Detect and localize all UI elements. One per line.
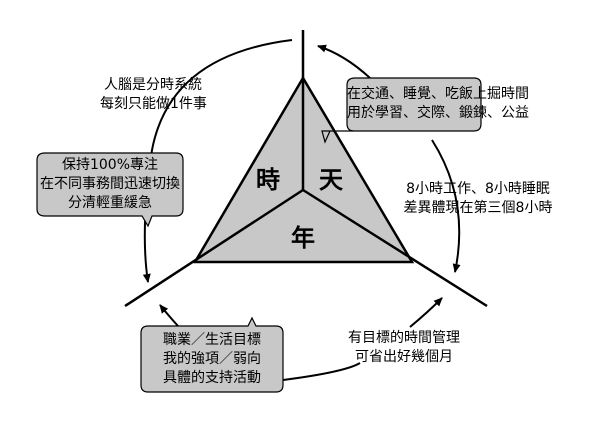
arc-left-arrow [142, 39, 293, 283]
arc-right-arrow [431, 139, 461, 273]
label-nian: 年 [291, 224, 315, 252]
note-line: 分清輕重緩急 [68, 195, 152, 211]
arc-top-right-arrow [317, 44, 371, 79]
label-shi: 時 [256, 166, 280, 194]
note-line: 在交通、睡覺、吃飯上掘時間 [347, 86, 529, 102]
note-line: 人腦是分時系統 [104, 77, 202, 93]
note-line: 保持100%專注 [61, 157, 159, 173]
note-line: 8小時工作、8小時睡眠 [406, 181, 550, 197]
note-line: 職業／生活目標 [163, 332, 261, 348]
divider-right [302, 188, 488, 308]
note-daily: 在交通、睡覺、吃飯上掘時間 用於學習、交際、鍛鍊、公益 [347, 85, 529, 123]
note-line: 差異體現在第三個8小時 [403, 200, 553, 216]
note-line: 我的強項／弱向 [163, 351, 261, 367]
note-line: 可省出好幾個月 [355, 349, 453, 365]
note-line: 具體的支持活動 [163, 370, 261, 386]
note-goals: 職業／生活目標 我的強項／弱向 具體的支持活動 [141, 331, 283, 388]
note-managed: 有目標的時間管理 可省出好幾個月 [334, 329, 474, 367]
note-line: 用於學習、交際、鍛鍊、公益 [347, 105, 529, 121]
note-brain: 人腦是分時系統 每刻只能做1件事 [100, 76, 207, 114]
callout-goals [140, 316, 284, 393]
callout-focus [36, 152, 184, 228]
note-line: 每刻只能做1件事 [100, 96, 207, 112]
arc-bottom-right-arrow [282, 298, 442, 381]
note-line: 有目標的時間管理 [348, 330, 460, 346]
callout-daily [321, 77, 482, 144]
note-line: 在不同事務間迅速切換 [40, 176, 180, 192]
divider-left [124, 188, 304, 308]
note-focus: 保持100%專注 在不同事務間迅速切換 分清輕重緩急 [37, 156, 183, 213]
label-tian: 天 [319, 166, 343, 194]
arc-bottom-left-arrow [159, 304, 179, 327]
note-eight-hours: 8小時工作、8小時睡眠 差異體現在第三個8小時 [390, 180, 566, 218]
